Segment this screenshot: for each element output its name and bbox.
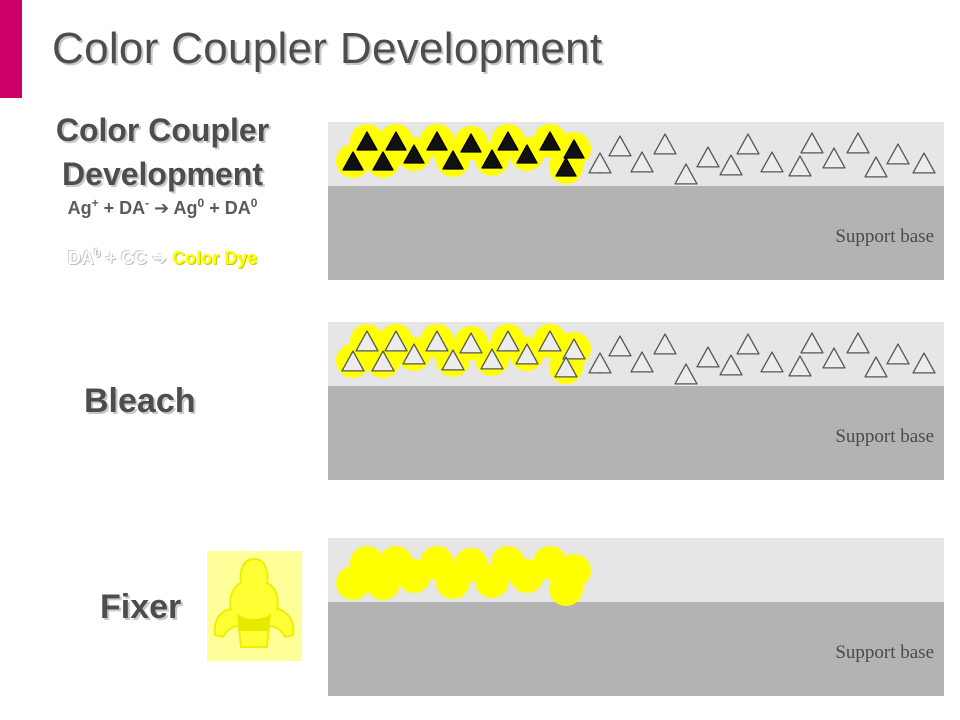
coupling-equation: DA0 + CC ➔ Color Dye — [67, 246, 258, 268]
thumbnail-figure-shadow — [237, 613, 271, 631]
silver-halide-crystal-icon — [554, 356, 578, 378]
developed-silver-icon — [460, 133, 482, 153]
silver-halide-crystal-icon — [341, 350, 365, 372]
dye-cloud-icon — [366, 566, 400, 600]
silver-halide-crystal-icon — [788, 355, 812, 377]
silver-halide-crystal-icon — [630, 151, 654, 173]
silver-halide-crystal-icon — [588, 152, 612, 174]
developed-silver-icon — [516, 144, 538, 164]
silver-halide-crystal-icon — [608, 135, 632, 157]
dye-cloud-icon — [475, 564, 509, 598]
silver-halide-crystal-icon — [912, 152, 936, 174]
support-base-layer — [328, 602, 944, 696]
silver-halide-crystal-icon — [515, 343, 539, 365]
silver-halide-crystal-icon — [425, 330, 449, 352]
silver-halide-crystal-icon — [608, 335, 632, 357]
thumbnail-figure — [213, 557, 295, 648]
step-title-line1: Color Coupler — [55, 112, 270, 148]
silver-halide-crystal-icon — [864, 356, 888, 378]
silver-halide-crystal-icon — [788, 155, 812, 177]
developed-silver-icon — [539, 131, 561, 151]
silver-halide-crystal-icon — [674, 163, 698, 185]
developed-silver-icon — [342, 151, 364, 171]
silver-halide-crystal-icon — [736, 133, 760, 155]
silver-halide-crystal-icon — [719, 354, 743, 376]
silver-halide-crystal-icon — [371, 350, 395, 372]
fixed-dye-image-thumbnail — [207, 551, 302, 661]
silver-halide-crystal-icon — [822, 147, 846, 169]
slide-title: Color Coupler Development — [52, 24, 603, 73]
support-base-label: Support base — [835, 226, 934, 247]
silver-halide-crystal-icon — [653, 133, 677, 155]
silver-halide-crystal-icon — [384, 330, 408, 352]
silver-halide-crystal-icon — [696, 346, 720, 368]
step-title-color-coupler-development: Color Coupler Development — [40, 108, 285, 196]
silver-halide-crystal-icon — [719, 154, 743, 176]
silver-halide-crystal-icon — [696, 146, 720, 168]
silver-halide-crystal-icon — [402, 343, 426, 365]
silver-halide-crystal-icon — [653, 333, 677, 355]
silver-halide-crystal-icon — [822, 347, 846, 369]
silver-halide-crystal-icon — [886, 143, 910, 165]
silver-halide-crystal-icon — [538, 330, 562, 352]
silver-halide-crystal-icon — [736, 333, 760, 355]
accent-bar-fill — [0, 0, 22, 98]
developed-silver-icon — [426, 131, 448, 151]
support-base-layer — [328, 186, 944, 280]
silver-halide-crystal-icon — [864, 156, 888, 178]
accent-bar — [0, 0, 22, 98]
developed-silver-icon — [385, 131, 407, 151]
silver-halide-crystal-icon — [846, 132, 870, 154]
step-label-fixer: Fixer — [100, 588, 182, 626]
support-base-label: Support base — [835, 642, 934, 663]
silver-halide-crystal-icon — [674, 363, 698, 385]
dye-cloud-icon — [510, 559, 544, 593]
support-base-label: Support base — [835, 426, 934, 447]
silver-halide-crystal-icon — [441, 349, 465, 371]
silver-halide-crystal-icon — [912, 352, 936, 374]
support-base-layer — [328, 386, 944, 480]
silver-halide-crystal-icon — [800, 332, 824, 354]
developed-silver-icon — [481, 149, 503, 169]
silver-halide-crystal-icon — [480, 348, 504, 370]
silver-halide-crystal-icon — [886, 343, 910, 365]
silver-halide-crystal-icon — [496, 330, 520, 352]
developed-silver-icon — [372, 151, 394, 171]
developed-silver-icon — [555, 157, 577, 177]
silver-halide-crystal-icon — [800, 132, 824, 154]
developed-silver-icon — [356, 131, 378, 151]
dye-cloud-icon — [397, 559, 431, 593]
silver-halide-crystal-icon — [846, 332, 870, 354]
developed-silver-icon — [497, 131, 519, 151]
development-equation: Ag+ + DA- ➔ Ag0 + DA0 — [67, 196, 258, 218]
step-label-bleach: Bleach — [84, 382, 196, 420]
silver-halide-crystal-icon — [760, 151, 784, 173]
silver-halide-crystal-icon — [355, 330, 379, 352]
silver-halide-crystal-icon — [459, 332, 483, 354]
dye-cloud-icon — [436, 565, 470, 599]
developed-silver-icon — [563, 139, 585, 159]
developed-silver-icon — [403, 144, 425, 164]
developed-silver-icon — [442, 150, 464, 170]
silver-halide-crystal-icon — [630, 351, 654, 373]
silver-halide-crystal-icon — [760, 351, 784, 373]
step-title-line2: Development — [62, 156, 263, 192]
color-dye-label: Color Dye — [172, 248, 258, 268]
dye-cloud-icon — [549, 572, 583, 606]
silver-halide-crystal-icon — [562, 338, 586, 360]
dye-cloud-icon — [336, 566, 370, 600]
silver-halide-crystal-icon — [588, 352, 612, 374]
